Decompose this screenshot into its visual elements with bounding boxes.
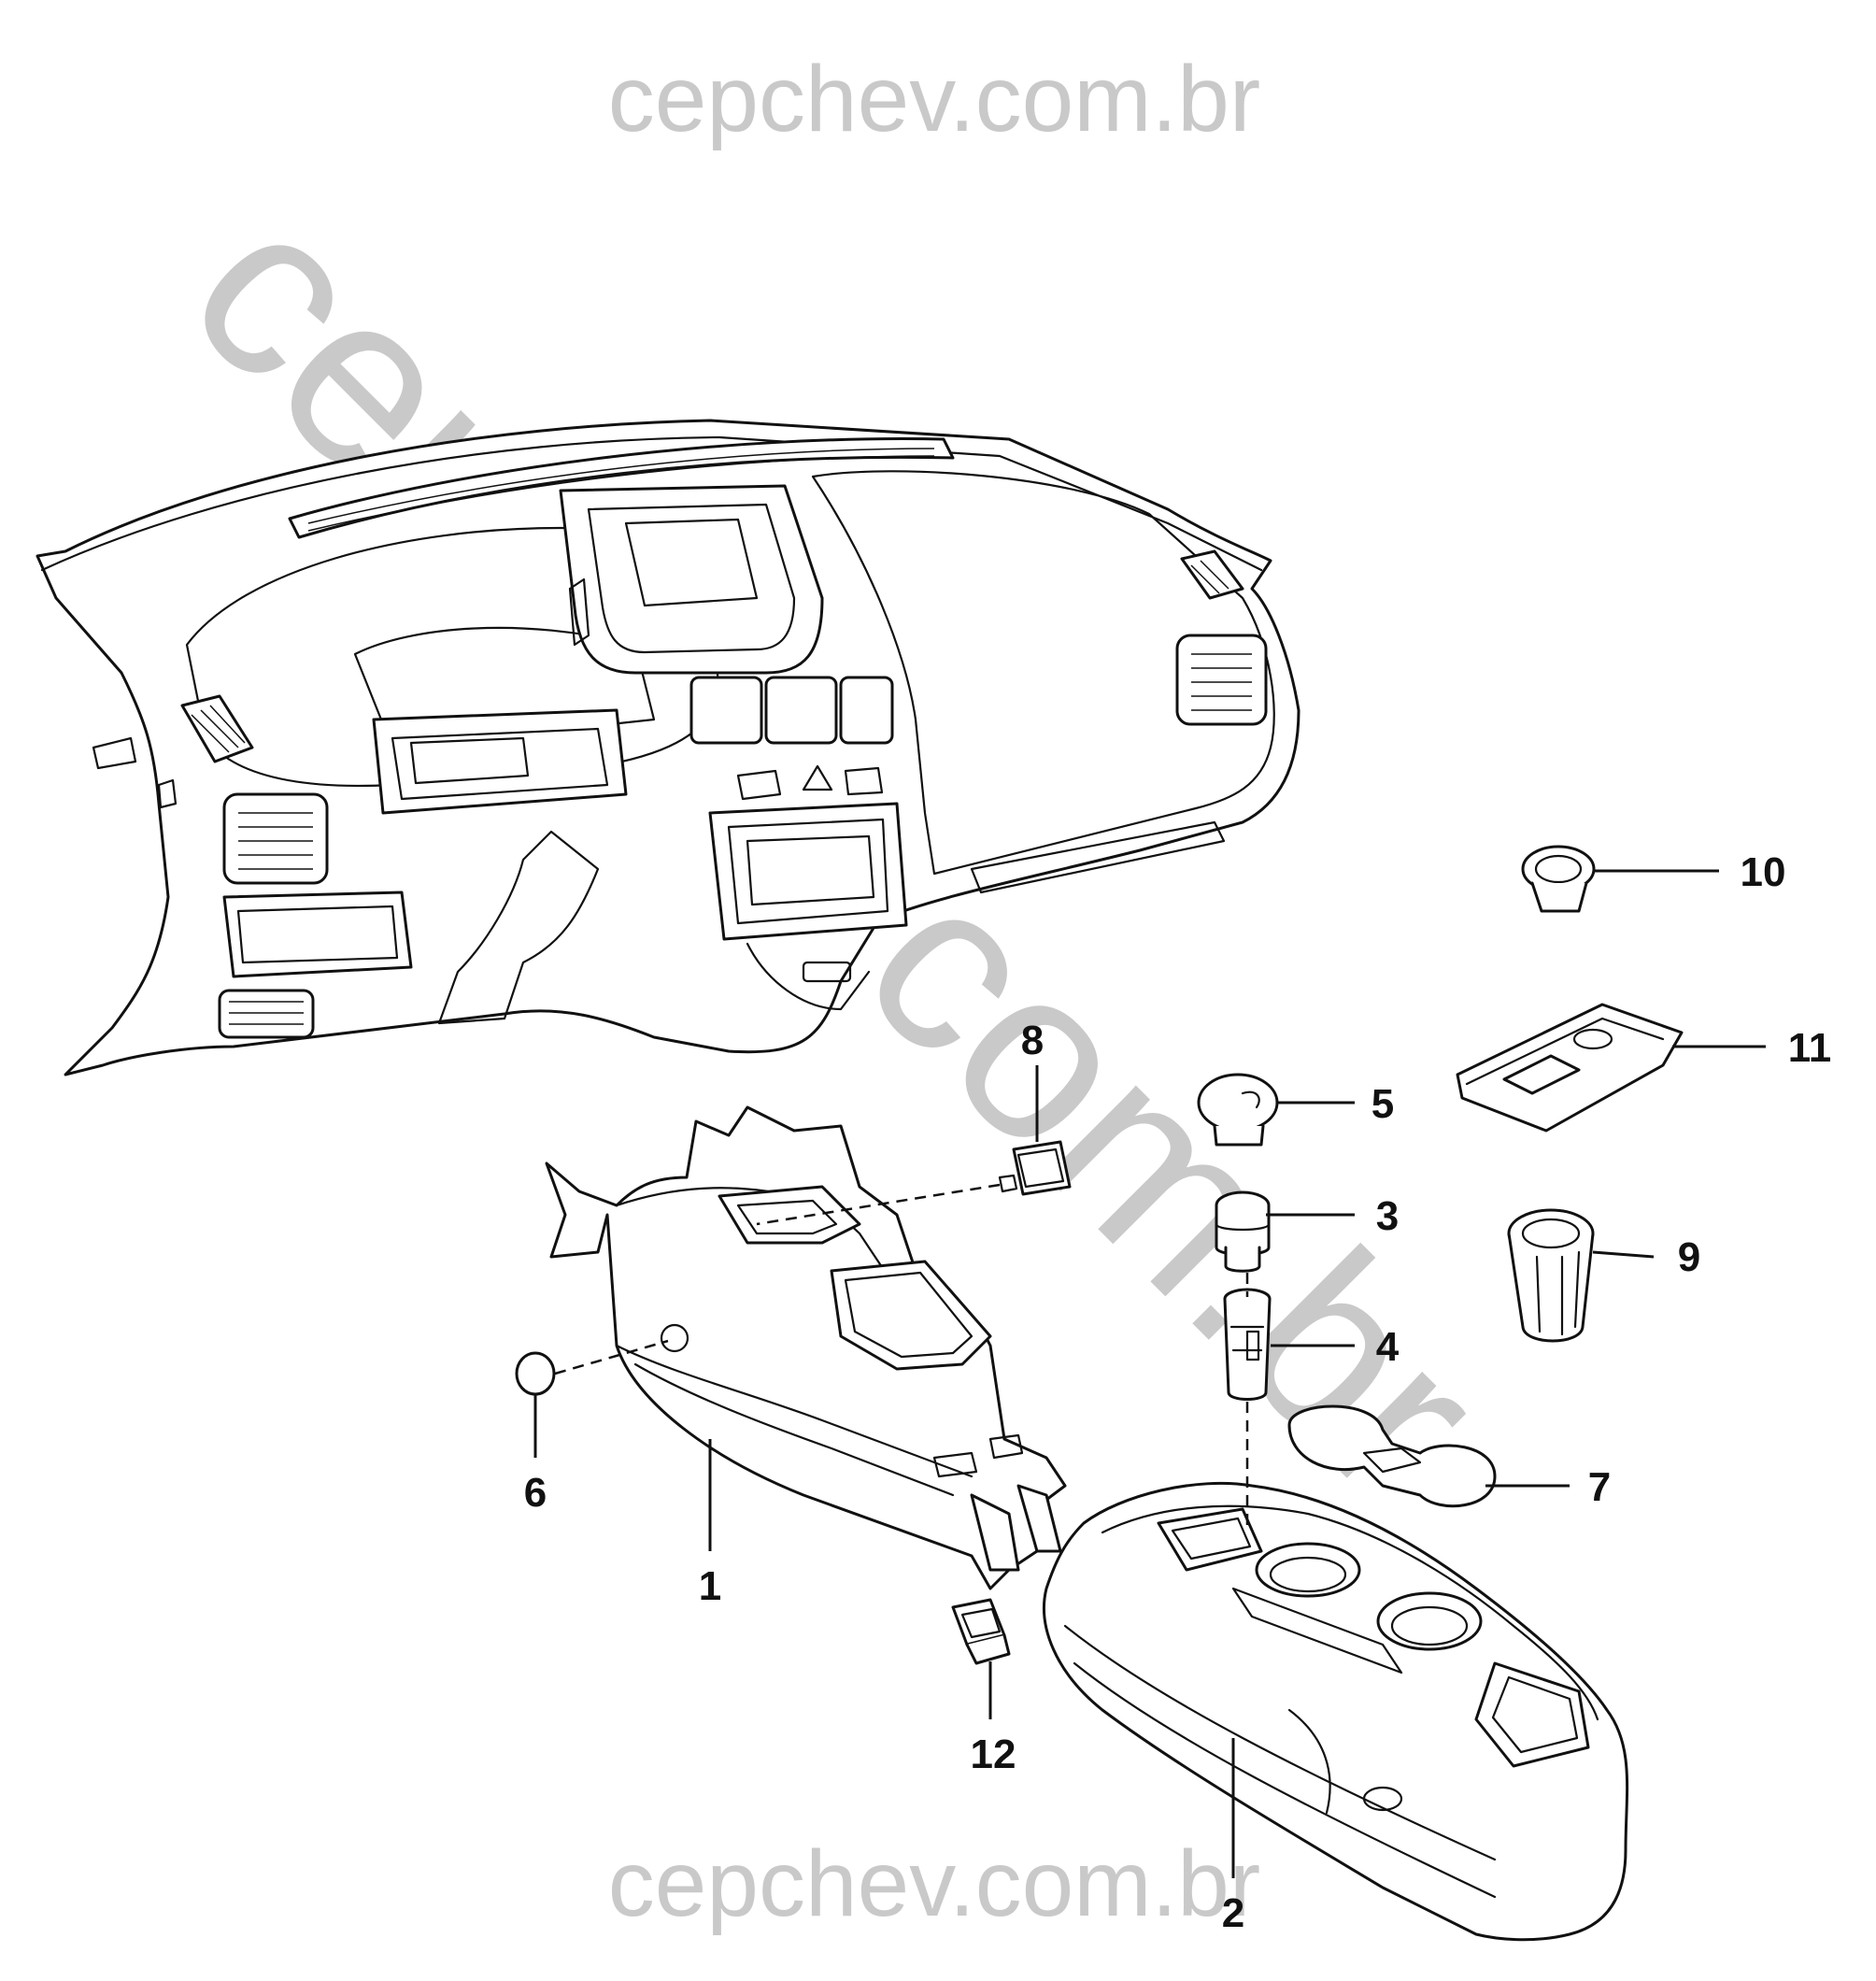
retaining-clip bbox=[951, 1598, 1011, 1665]
watermark-bottom: cepchev.com.br bbox=[608, 1831, 1260, 1936]
callout-12: 12 bbox=[971, 1732, 1016, 1777]
callout-5: 5 bbox=[1371, 1081, 1394, 1127]
rear-console bbox=[1043, 1481, 1629, 1942]
lighter-socket bbox=[1223, 1288, 1272, 1401]
callout-3: 3 bbox=[1376, 1193, 1399, 1239]
cup-insert bbox=[1507, 1208, 1595, 1343]
cigarette-lighter bbox=[1215, 1190, 1271, 1273]
console-switch bbox=[998, 1140, 1072, 1196]
switch-plate bbox=[1456, 1003, 1684, 1133]
callout-10: 10 bbox=[1741, 849, 1786, 895]
watermark-top: cepchev.com.br bbox=[608, 47, 1260, 151]
callout-11: 11 bbox=[1788, 1025, 1832, 1071]
cup-holder-cover bbox=[1287, 1404, 1497, 1508]
bezel-ring bbox=[1521, 845, 1596, 913]
callout-1: 1 bbox=[699, 1563, 721, 1609]
callout-4: 4 bbox=[1376, 1324, 1400, 1370]
callout-9: 9 bbox=[1678, 1234, 1700, 1280]
callout-7: 7 bbox=[1588, 1464, 1611, 1510]
socket-cap bbox=[1197, 1073, 1279, 1147]
plug-cover bbox=[515, 1351, 556, 1396]
callout-8: 8 bbox=[1021, 1018, 1044, 1063]
callout-6: 6 bbox=[524, 1470, 547, 1516]
dashboard-assembly bbox=[36, 419, 1300, 1076]
front-console bbox=[545, 1105, 1067, 1590]
leader-lines bbox=[533, 869, 1766, 1878]
callout-2: 2 bbox=[1222, 1890, 1244, 1936]
